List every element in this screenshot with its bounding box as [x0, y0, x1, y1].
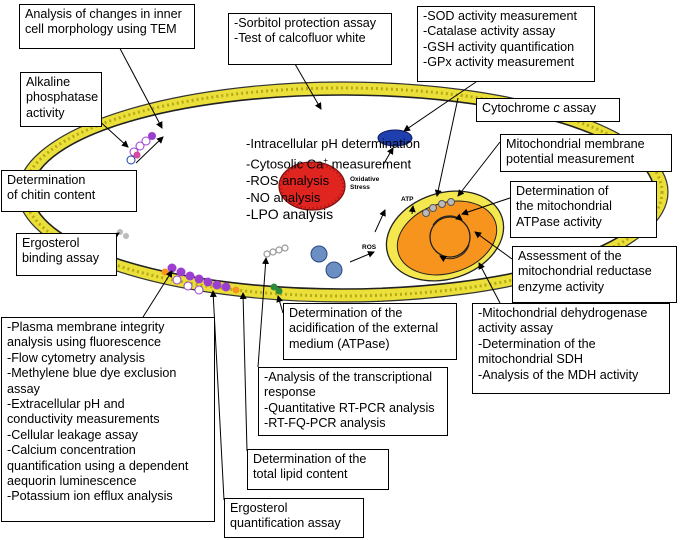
box-line: quantification using a dependent — [7, 458, 189, 473]
box-line: Determination of the — [253, 452, 367, 466]
box-line: aequorin luminescence — [7, 474, 137, 489]
oxidative-stress-label: Oxidative Stress — [350, 176, 380, 191]
box-line: -Methylene blue dye exclusion — [7, 366, 177, 381]
box-line: -GPx activity measurement — [423, 55, 575, 70]
box-line: conductivity measurements — [7, 412, 160, 427]
mitochondrial-reductase-box: Assessment of the mitochondrial reductas… — [512, 246, 677, 303]
chitin-box: Determination of chitin content — [1, 170, 137, 212]
ros-molecule — [325, 261, 343, 279]
cell-text-line: -Cytosolic Ca+ measurement — [246, 156, 412, 172]
cytochrome-c-box: Cytochrome c assay — [476, 98, 620, 122]
box-line: -SOD activity measurement — [423, 9, 577, 23]
total-lipid-box: Determination of the total lipid content — [247, 449, 389, 490]
box-line: quantification assay — [230, 516, 341, 531]
box-line: -GSH activity quantification — [423, 39, 575, 54]
ergosterol-binding-box: Ergosterol binding assay — [16, 233, 117, 276]
box-line: enzyme activity — [518, 279, 605, 294]
box-line: ATPase activity — [516, 214, 602, 229]
mitochondrion-matrix — [396, 200, 498, 276]
box-line: potential measurement — [506, 152, 635, 167]
box-line: Ergosterol — [230, 501, 288, 515]
ros-label: ROS — [362, 244, 377, 251]
box-line: Determination of — [516, 184, 609, 198]
box-line: -Mitochondrial dehydrogenase — [478, 306, 648, 320]
box-line: Analysis of changes in inner — [25, 7, 182, 21]
box-line: total lipid content — [253, 467, 348, 482]
box-line: binding assay — [22, 251, 100, 266]
atp-label: ATP — [401, 196, 414, 203]
atpase-pump — [270, 283, 283, 295]
mrna-coil — [263, 244, 289, 258]
box-line: Determination of the — [289, 306, 403, 320]
mitochondrial-atpase-box: Determination of the mitochondrial ATPas… — [510, 181, 657, 238]
box-line: mitochondrial SDH — [478, 352, 583, 367]
box-line: Determination — [7, 173, 86, 187]
box-line: Ergosterol — [22, 236, 80, 250]
box-line: -Cellular leakage assay — [7, 427, 138, 442]
box-line: Mitochondrial membrane — [506, 137, 645, 151]
box-line: cell morphology using TEM — [25, 22, 177, 37]
box-line: -Flow cytometry analysis — [7, 350, 145, 365]
box-line: -Potassium ion efflux analysis — [7, 489, 173, 504]
mitochondrial-membrane-proteins — [422, 198, 455, 217]
box-line: the mitochondrial — [516, 199, 612, 214]
box-line: -RT-FQ-PCR analysis — [264, 416, 386, 431]
sorbitol-calcofluor-box: -Sorbitol protection assay -Test of calc… — [228, 13, 392, 65]
box-line: -Test of calcofluor white — [234, 31, 366, 46]
box-line: analysis using fluorescence — [7, 335, 162, 350]
cell-text-line: -Intracellular pH determination — [246, 136, 421, 151]
box-line: -Analysis of the transcriptional — [264, 370, 432, 384]
ergosterol-quantification-box: Ergosterol quantification assay — [224, 498, 364, 538]
box-line: acidification of the external — [289, 321, 439, 336]
box-line: activity assay — [478, 321, 553, 336]
cell-wall-texture — [22, 86, 664, 298]
box-line: -Calcium concentration — [7, 443, 136, 458]
acidification-box: Determination of the acidification of th… — [283, 303, 457, 360]
antioxidant-enzymes-box: -SOD activity measurement -Catalase acti… — [417, 6, 595, 82]
cytosolic-assays-list: -Intracellular pH determination -Cytosol… — [246, 135, 420, 223]
box-line: phosphatase — [26, 90, 99, 105]
cell-text-line: -ROS analysis — [246, 173, 330, 189]
box-line: of chitin content — [7, 188, 96, 203]
box-line: medium (ATPase) — [289, 336, 390, 351]
box-line: -Extracellular pH and — [7, 397, 125, 412]
box-line: -Analysis of the MDH activity — [478, 367, 639, 382]
box-line: mitochondrial reductase — [518, 264, 652, 279]
box-line: -Quantitative RT-PCR analysis — [264, 400, 435, 415]
box-line: Cytochrome c assay — [482, 101, 597, 115]
ros-molecule — [310, 245, 328, 263]
box-line: -Catalase activity assay — [423, 24, 556, 39]
plasma-membrane-box: -Plasma membrane integrity analysis usin… — [1, 317, 215, 522]
vacuole — [377, 129, 413, 147]
mitochondrial-dehydrogenase-box: -Mitochondrial dehydrogenase activity as… — [472, 303, 670, 394]
cell-text-line: -NO analysis — [246, 190, 321, 206]
cell-text-line: -LPO analysis — [246, 206, 334, 223]
box-line: -Sorbitol protection assay — [234, 16, 377, 30]
alkaline-phosphatase-cluster — [126, 132, 156, 165]
nucleus — [278, 161, 346, 211]
box-line: Assessment of the — [518, 249, 622, 263]
box-line: -Plasma membrane integrity — [7, 320, 165, 334]
box-line: assay — [7, 381, 40, 396]
box-line: -Determination of the — [478, 336, 596, 351]
tem-morphology-box: Analysis of changes in inner cell morpho… — [19, 4, 195, 49]
mitochondrial-potential-box: Mitochondrial membrane potential measure… — [500, 134, 672, 172]
box-line: response — [264, 385, 316, 400]
alkaline-phosphatase-box: Alkaline phosphatase activity — [20, 72, 102, 127]
box-line: activity — [26, 105, 65, 120]
transcriptional-response-box: -Analysis of the transcriptional respons… — [258, 367, 448, 436]
box-line: Alkaline — [26, 75, 71, 89]
